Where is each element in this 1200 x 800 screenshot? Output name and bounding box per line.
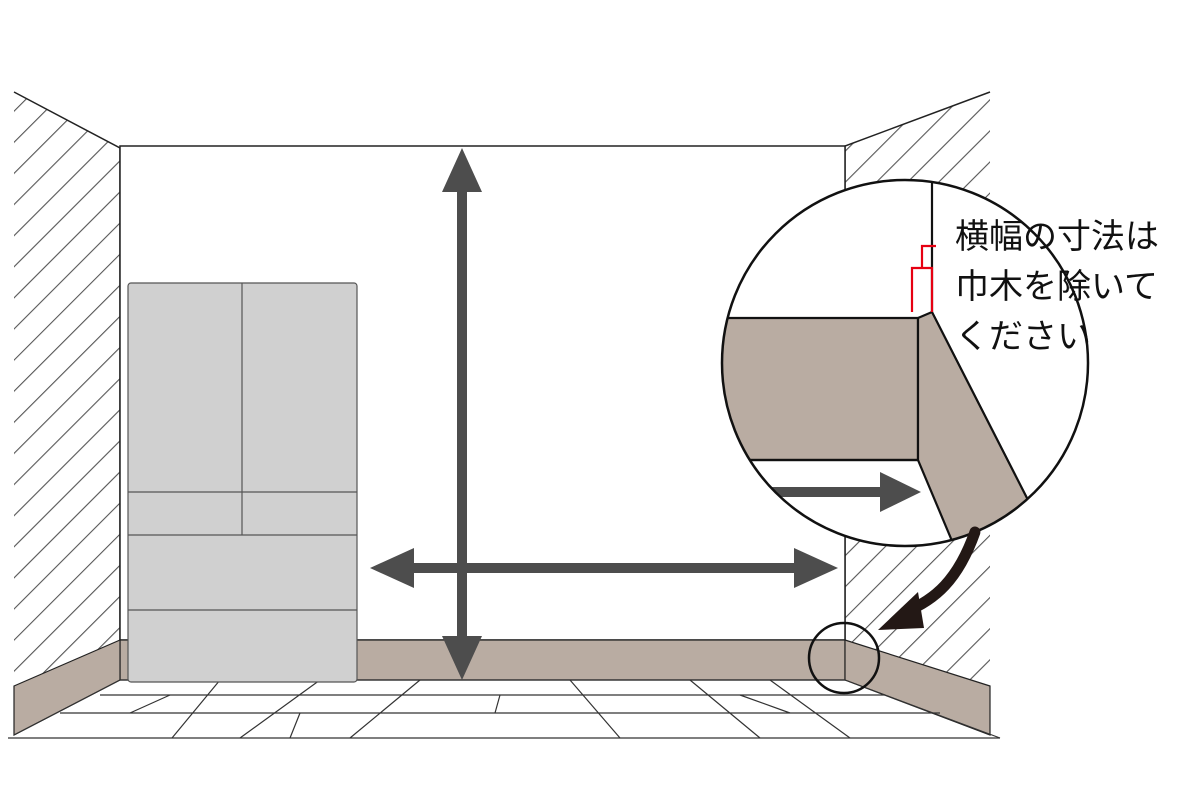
callout-note: 横幅の寸法は 巾木を除いて ください (955, 217, 1159, 357)
callout-line-3: ください (955, 317, 1091, 357)
floor (8, 679, 1001, 739)
vertical-double-arrow-icon (442, 148, 482, 680)
callout-line-1: 横幅の寸法は (955, 217, 1159, 257)
horizontal-double-arrow-icon (370, 548, 838, 588)
zoom-detail (720, 178, 1090, 548)
left-wall (13, 91, 121, 686)
corner-highlight-circle (807, 621, 881, 695)
curved-pointer-arrow-icon (878, 526, 981, 630)
refrigerator (127, 282, 358, 683)
callout-line-2: 巾木を除いて (955, 267, 1158, 307)
zoom-width-arrow-icon (722, 472, 921, 512)
